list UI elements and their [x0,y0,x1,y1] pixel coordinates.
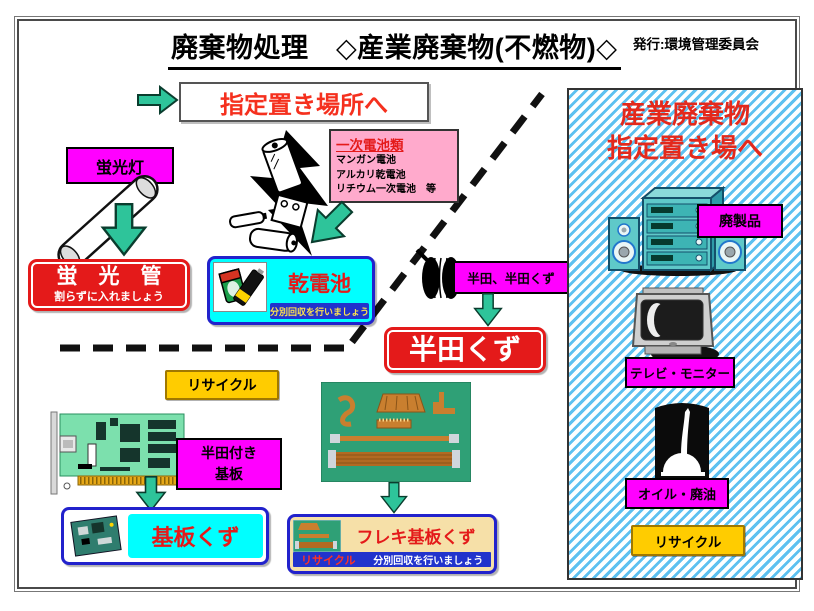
oil-can-icon [655,403,709,482]
solder-result-box: 半田くず [384,327,546,373]
arrow-down-icon [380,482,408,514]
flex-board-title: フレキ基板くず [356,528,476,547]
fluorescent-result-box: 蛍 光 管 割らずに入れましょう [28,259,190,311]
dry-battery-result-box: 乾電池 分別回収を行いましょう [207,256,375,325]
waste-products-label: 廃製品 [697,204,783,238]
arrow-down-icon [135,476,167,512]
battery-item-1: マンガン電池 [336,155,396,166]
soldered-board-label-line2: 基板 [215,466,243,482]
board-scrap-title: 基板くず [128,514,263,558]
circuit-board-icon [50,411,185,495]
solder-label: 半田、半田くず [453,261,569,294]
battery-item-2: アルカリ乾電池 [336,169,406,181]
recycle-label-left: リサイクル [165,370,279,400]
designated-yard-panel: 産業廃棄物 指定置き場へ [567,88,803,580]
designated-place-box: 指定置き場所へ [179,82,429,122]
flex-board-result-box: フレキ基板くず リサイクル 分別回収を行いましょう [287,514,497,574]
dry-battery-note: 分別回収を行いましょう [269,303,369,319]
tv-monitor-label: テレビ・モニター [625,357,735,388]
solder-result-title: 半田くず [408,334,521,366]
board-scrap-result-box: 基板くず [61,507,269,565]
battery-clipart-icon [229,130,328,256]
soldered-board-label: 半田付き 基板 [176,438,282,490]
primary-battery-box: 一次電池類 マンガン電池 アルカリ乾電池 リチウム一次電池 等 [329,129,459,203]
fluorescent-result-note: 割らずに入れましょう [54,291,164,304]
flex-recycle-label: リサイクル [301,554,356,567]
arrow-right-icon [137,85,179,115]
page-title: 廃棄物処理 ◇産業廃棄物(不燃物)◇ [168,26,621,70]
mini-battery-icon [213,262,267,312]
solder-spool-icon [415,248,460,299]
primary-battery-title: 一次電池類 [336,138,404,153]
battery-item-3: リチウム一次電池 等 [336,184,436,195]
recycle-label-panel: リサイクル [631,525,745,556]
fluorescent-result-title: 蛍 光 管 [56,264,162,288]
arrow-down-left-icon [310,200,354,244]
soldered-board-label-line1: 半田付き [201,445,257,461]
issuer-text: 発行:環境管理委員会 [633,37,759,52]
fluorescent-label: 蛍光灯 [66,147,174,184]
arrow-down-icon [473,293,503,327]
dashed-divider-lines [60,91,545,352]
arrow-down-icon [100,203,148,257]
designated-place-text: 指定置き場所へ [220,91,388,119]
flex-board-photo [321,382,471,482]
oil-waste-label: オイル・廃油 [625,478,729,509]
panel-title: 産業廃棄物 指定置き場へ [606,99,763,163]
flex-note: 分別回収を行いましょう [373,556,484,567]
mini-flex-icon [293,519,341,552]
small-board-icon [70,515,122,557]
tv-monitor-icon [631,287,719,363]
dry-battery-title: 乾電池 [287,272,351,296]
